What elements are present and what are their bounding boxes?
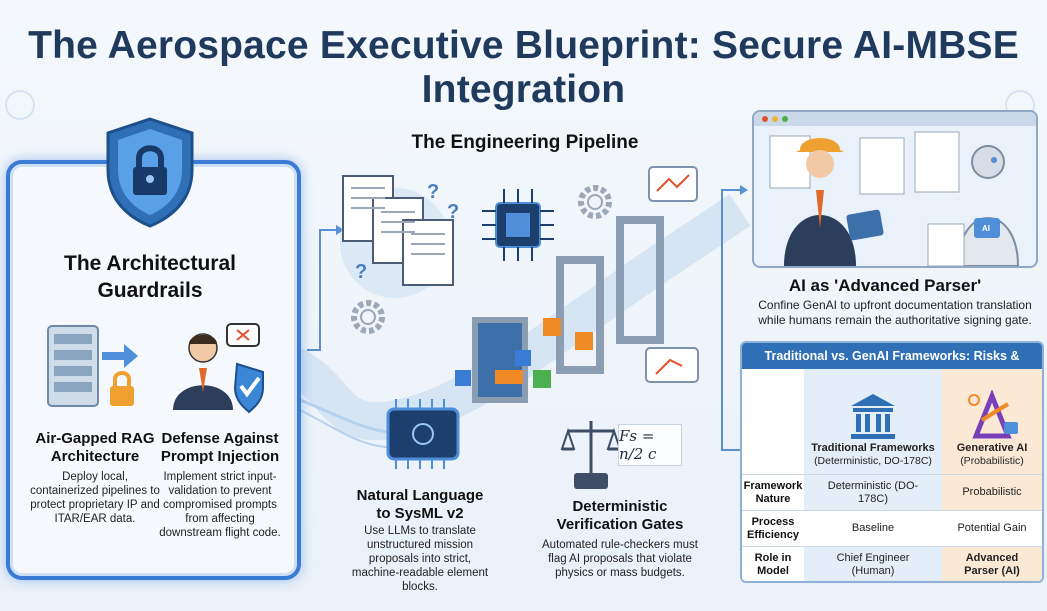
- gen-header-label: Generative AI: [956, 442, 1028, 454]
- row-framework-nature-trad: Deterministic (DO-178C): [804, 474, 942, 510]
- page-title: The Aerospace Executive Blueprint: Secur…: [28, 24, 1019, 111]
- display-card-icon: [648, 166, 698, 202]
- svg-text:?: ?: [447, 201, 459, 223]
- pipeline-title: The Engineering Pipeline: [411, 132, 639, 153]
- parser-title: AI as 'Advanced Parser': [788, 276, 982, 295]
- parser-desc: Confine GenAI to upfront documentation t…: [758, 298, 1032, 327]
- verification-gates-desc: Automated rule-checkers must flag AI pro…: [542, 539, 698, 579]
- trad-header-sub: (Deterministic, DO-178C): [814, 455, 932, 467]
- trad-header-cell: Traditional Frameworks (Deterministic, D…: [804, 369, 942, 474]
- llm-processor-icon: [386, 399, 460, 469]
- gen-header-cell: Generative AI (Probabilistic): [942, 369, 1042, 474]
- gen-header-sub: (Probabilistic): [960, 455, 1024, 467]
- bank-building-icon: [851, 394, 895, 439]
- nl-sysml-desc: Use LLMs to translate unstructured missi…: [351, 525, 489, 593]
- shield-lock-icon: [106, 117, 194, 228]
- verification-gates-title: Deterministic Verification Gates: [556, 498, 684, 533]
- parser-window-titlebar: [754, 112, 1036, 126]
- row-role-in-model-trad: Chief Engineer (Human): [804, 546, 942, 581]
- row-process-efficiency-gen: Potential Gain: [942, 510, 1042, 546]
- table-corner-cell: [742, 369, 804, 474]
- documents-icon: ? ? ?: [340, 175, 459, 298]
- engineer-and-robot-illustration: [769, 131, 1020, 266]
- rag-desc: Deploy local, containerized pipelines to…: [30, 471, 160, 525]
- svg-text:?: ?: [427, 181, 439, 203]
- prompt-injection-desc: Implement strict input-validation to pre…: [159, 471, 281, 539]
- prompt-injection-title: Defense Against Prompt Injection: [160, 430, 280, 465]
- guardrails-title: The Architectural Guardrails: [64, 252, 236, 302]
- verification-gates-graphic: [455, 216, 664, 403]
- svg-text:?: ?: [355, 261, 367, 283]
- row-framework-nature-gen: Probabilistic: [942, 474, 1042, 510]
- balance-scale-icon: [560, 421, 622, 489]
- security-officer-icon: [173, 323, 264, 414]
- comparison-table: Traditional vs. GenAI Frameworks: Risks …: [740, 341, 1044, 583]
- row-label-process-efficiency: Process Efficiency: [742, 510, 804, 546]
- gear-icon-2: [578, 185, 612, 219]
- ai-star-icon: [968, 390, 1018, 439]
- display-card-icon-2: [645, 347, 699, 383]
- trad-header-label: Traditional Frameworks: [811, 442, 935, 454]
- row-process-efficiency-trad: Baseline: [804, 510, 942, 546]
- nl-sysml-title: Natural Language to SysML v2: [356, 487, 484, 522]
- server-icon: [47, 325, 138, 407]
- row-label-framework-nature: Framework Nature: [742, 474, 804, 510]
- window-controls-icon: [762, 116, 788, 122]
- table-title: Traditional vs. GenAI Frameworks: Risks …: [742, 343, 1042, 389]
- formula-card: Fs = n/2 c: [618, 424, 682, 466]
- rag-title: Air-Gapped RAG Architecture: [35, 430, 155, 465]
- row-label-role-in-model: Role in Model: [742, 546, 804, 581]
- row-role-in-model-gen: Advanced Parser (AI): [942, 546, 1042, 581]
- chip-icon: [482, 189, 554, 261]
- robot-badge: AI: [982, 224, 990, 233]
- gear-icon: [351, 300, 385, 334]
